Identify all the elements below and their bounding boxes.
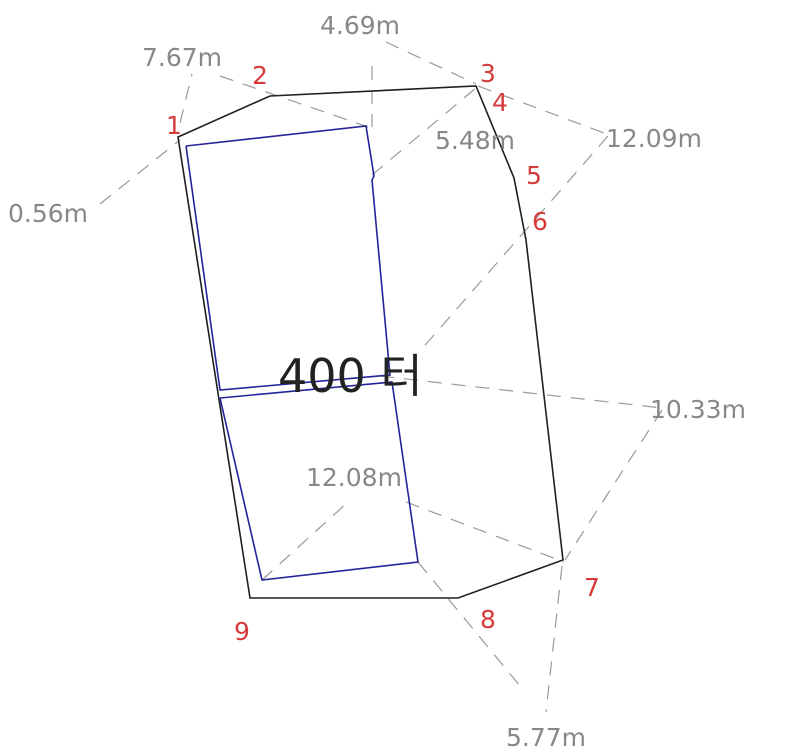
- point-labels: 1 2 3 4 5 6 7 8 9: [166, 59, 600, 646]
- point-label: 9: [234, 617, 250, 646]
- dim-line-7-67-b: [219, 75, 369, 128]
- dimension-label: 4.69m: [320, 11, 400, 40]
- dimension-label: 12.09m: [606, 124, 702, 153]
- dim-line-0-56: [99, 139, 181, 205]
- dim-line-5-77-b: [545, 565, 563, 713]
- dimension-label: 7.67m: [142, 43, 222, 72]
- dimension-lines: [99, 41, 663, 713]
- dimension-label: 10.33m: [650, 395, 746, 424]
- dimension-label: 5.77m: [506, 723, 586, 752]
- point-label: 2: [252, 61, 268, 90]
- point-label: 7: [584, 573, 600, 602]
- point-label: 4: [492, 88, 508, 117]
- lot-outline: [177, 85, 564, 599]
- area-label: 400 터: [278, 349, 423, 403]
- building-upper-block: [185, 125, 391, 391]
- point-label: 5: [526, 161, 542, 190]
- building-footprint: [185, 125, 419, 581]
- point-label: 6: [532, 207, 548, 236]
- dim-line-4-69-b: [385, 41, 477, 85]
- building-lower-block: [219, 381, 419, 581]
- dim-line-7-67: [179, 73, 193, 124]
- dim-line-5-77-a: [417, 561, 521, 687]
- dim-line-12-08-b: [405, 501, 565, 563]
- dim-line-10-33-b: [564, 409, 663, 561]
- dimension-label: 0.56m: [8, 199, 88, 228]
- dimension-label: 12.08m: [306, 463, 402, 492]
- dimension-labels: 7.67m 4.69m 5.48m 12.09m 0.56m 10.33m 12…: [8, 11, 746, 752]
- dim-line-12-08-a: [261, 501, 349, 581]
- point-label: 1: [166, 111, 182, 140]
- point-label: 3: [480, 59, 496, 88]
- dim-line-12-09-b: [419, 135, 609, 352]
- point-label: 8: [480, 605, 496, 634]
- dimension-label: 5.48m: [435, 126, 515, 155]
